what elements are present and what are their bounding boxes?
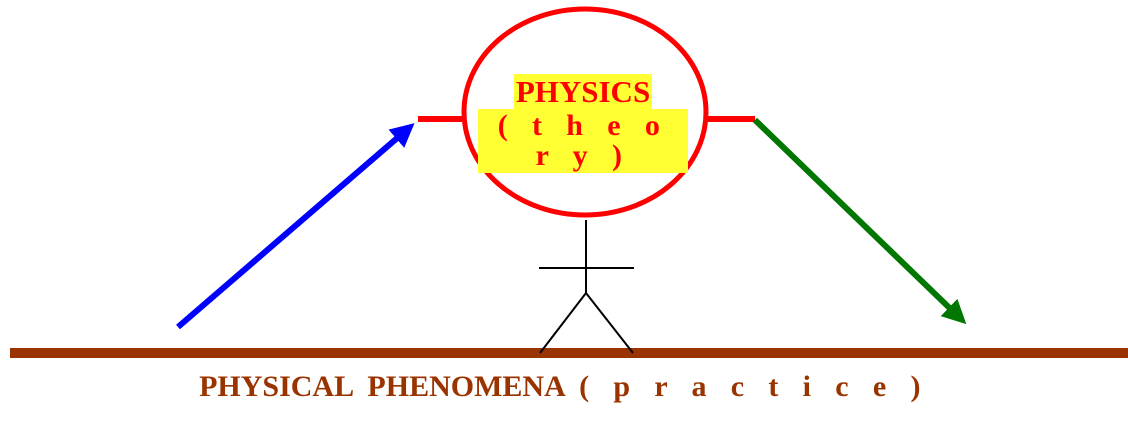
theory-label: PHYSICS ( t h e o r y ) (478, 74, 688, 173)
theory-title: PHYSICS (513, 74, 653, 109)
practice-label: PHYSICAL PHENOMENA ( p r a c t i c e ) (0, 370, 1128, 404)
theory-subtitle: ( t h e o r y ) (478, 109, 688, 173)
person-figure (539, 220, 634, 354)
deduction-arrow (752, 117, 967, 325)
induction-arrow (176, 123, 415, 330)
practice-main: PHYSICAL PHENOMENA (199, 370, 565, 403)
practice-qualifier: ( p r a c t i c e ) (579, 370, 929, 403)
